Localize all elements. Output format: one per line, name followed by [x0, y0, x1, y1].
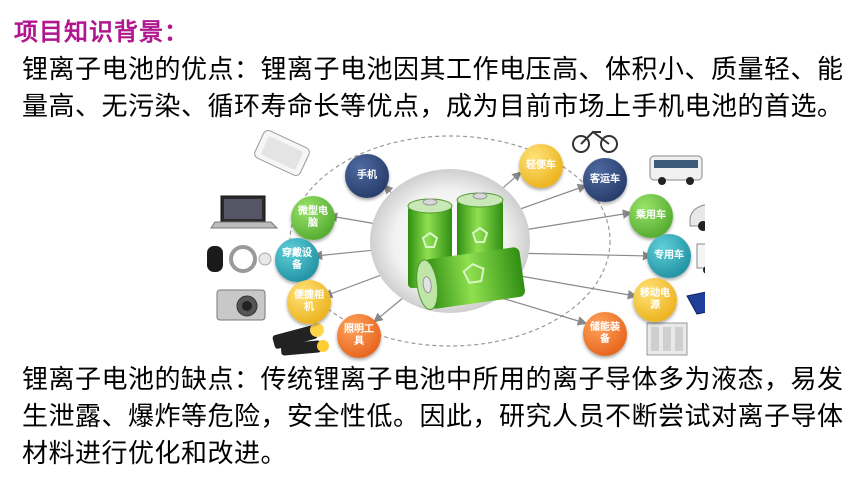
node-phone: 手机 [345, 154, 389, 198]
node-power: 移动电源 [633, 278, 677, 322]
node-flashlight: 照明工具 [337, 314, 381, 358]
application-diagram: 手机 微型电脑 穿戴设备 便捷相机 照明工具 轻便车 客运车 乘用车 专用车 移… [195, 118, 705, 358]
wearable-picture [207, 245, 272, 273]
truck-picture [696, 243, 705, 274]
battery-cells [407, 192, 525, 310]
storage-picture [646, 322, 688, 356]
node-car: 乘用车 [629, 194, 673, 238]
diagram-background [207, 129, 705, 356]
node-laptop: 微型电脑 [291, 196, 335, 240]
node-wearable: 穿戴设备 [275, 238, 319, 282]
flashlight-picture [272, 323, 329, 356]
car-picture [689, 204, 705, 231]
powerbank-picture [686, 291, 705, 315]
bus-picture [649, 155, 703, 185]
phone-picture [254, 129, 310, 177]
laptop-picture [210, 195, 279, 229]
node-ebike: 轻便车 [519, 144, 563, 188]
ebike-picture [572, 130, 618, 153]
node-bus: 客运车 [583, 158, 627, 202]
disadvantages-paragraph: 锂离子电池的缺点：传统锂离子电池中所用的离子导体多为液态，易发生泄露、爆炸等危险… [22, 365, 844, 469]
section-heading: 项目知识背景： [14, 18, 189, 46]
advantages-paragraph: 锂离子电池的优点：锂离子电池因其工作电压高、体积小、质量轻、能量高、无污染、循环… [22, 55, 844, 122]
node-truck: 专用车 [647, 234, 691, 278]
camera-picture [216, 289, 266, 321]
node-camera: 便捷相机 [287, 280, 331, 324]
node-storage: 储能装备 [583, 312, 627, 356]
